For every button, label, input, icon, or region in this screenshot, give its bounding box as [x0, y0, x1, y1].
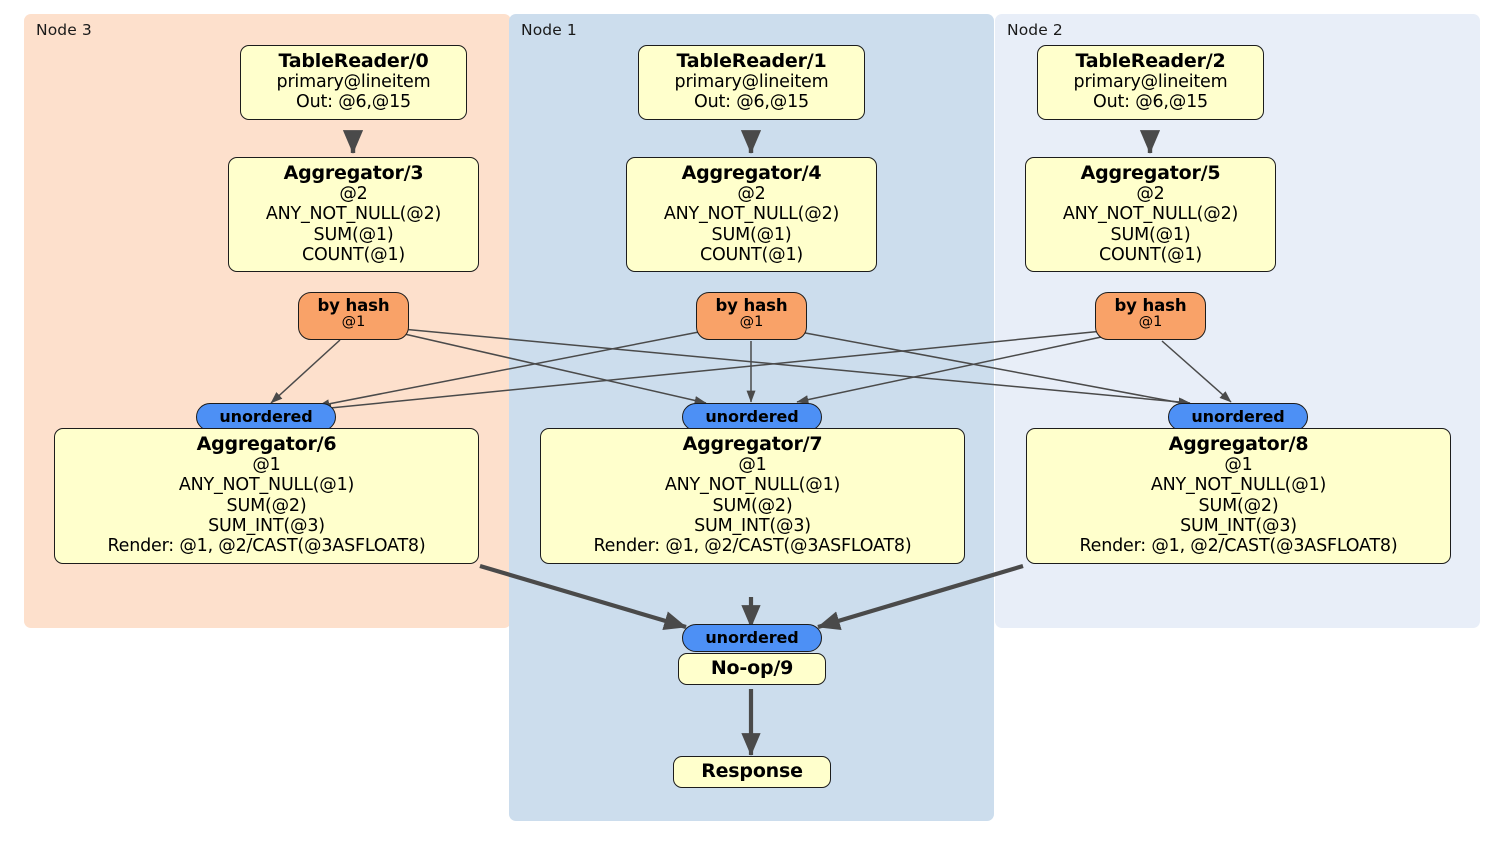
- processor-detail-line: primary@lineitem: [1073, 72, 1228, 93]
- processor-detail-line: ANY_NOT_NULL(@1): [664, 475, 841, 496]
- router-label: by hash: [1114, 296, 1187, 315]
- router-column: @1: [739, 314, 764, 331]
- processor-aggregator-3[interactable]: Aggregator/3 @2 ANY_NOT_NULL(@2) SUM(@1)…: [228, 157, 479, 273]
- processor-aggregator-4[interactable]: Aggregator/4 @2 ANY_NOT_NULL(@2) SUM(@1)…: [626, 157, 877, 273]
- processor-response[interactable]: Response: [673, 756, 831, 789]
- processor-table-reader-0[interactable]: TableReader/0 primary@lineitem Out: @6,@…: [240, 45, 467, 120]
- processor-detail-line: @1: [1224, 455, 1253, 476]
- processor-detail-line: COUNT(@1): [301, 244, 406, 265]
- processor-detail-line: Render: @1, @2/CAST(@3ASFLOAT8): [593, 536, 912, 557]
- processor-detail-line: ANY_NOT_NULL(@2): [265, 204, 442, 225]
- processor-detail-line: @2: [737, 184, 766, 205]
- processor-aggregator-6[interactable]: Aggregator/6 @1 ANY_NOT_NULL(@1) SUM(@2)…: [54, 428, 479, 564]
- region-node-2-label: Node 2: [1007, 21, 1063, 39]
- processor-title: Aggregator/3: [283, 162, 424, 184]
- processor-detail-line: SUM(@2): [1198, 495, 1279, 516]
- router-label: by hash: [715, 296, 788, 315]
- region-node-3-label: Node 3: [36, 21, 92, 39]
- synchronizer-unordered-aggregator-8[interactable]: unordered: [1168, 403, 1308, 431]
- processor-noop-9[interactable]: No-op/9: [678, 653, 826, 686]
- processor-detail-line: ANY_NOT_NULL(@1): [178, 475, 355, 496]
- processor-detail-line: SUM_INT(@3): [694, 515, 811, 536]
- processor-detail-line: Out: @6,@15: [296, 92, 411, 113]
- processor-title: Aggregator/6: [196, 433, 337, 455]
- processor-title: No-op/9: [710, 657, 794, 679]
- processor-title: TableReader/2: [1075, 50, 1226, 72]
- processor-detail-line: primary@lineitem: [276, 72, 431, 93]
- processor-detail-line: Render: @1, @2/CAST(@3ASFLOAT8): [1079, 536, 1398, 557]
- processor-title: TableReader/0: [278, 50, 429, 72]
- processor-detail-line: COUNT(@1): [1098, 244, 1203, 265]
- processor-detail-line: COUNT(@1): [699, 244, 804, 265]
- processor-detail-line: SUM(@1): [711, 224, 792, 245]
- processor-detail-line: ANY_NOT_NULL(@1): [1150, 475, 1327, 496]
- synchronizer-unordered-aggregator-6[interactable]: unordered: [196, 403, 336, 431]
- synchronizer-unordered-final[interactable]: unordered: [682, 624, 822, 652]
- processor-detail-line: Render: @1, @2/CAST(@3ASFLOAT8): [107, 536, 426, 557]
- router-column: @1: [341, 314, 366, 331]
- region-node-1-label: Node 1: [521, 21, 577, 39]
- router-column: @1: [1138, 314, 1163, 331]
- processor-aggregator-7[interactable]: Aggregator/7 @1 ANY_NOT_NULL(@1) SUM(@2)…: [540, 428, 965, 564]
- processor-detail-line: SUM_INT(@3): [1180, 515, 1297, 536]
- processor-detail-line: Out: @6,@15: [1093, 92, 1208, 113]
- processor-detail-line: SUM(@1): [313, 224, 394, 245]
- processor-detail-line: SUM_INT(@3): [208, 515, 325, 536]
- router-by-hash-aggregator-3[interactable]: by hash @1: [298, 292, 409, 340]
- processor-title: Aggregator/7: [682, 433, 823, 455]
- processor-detail-line: @2: [1136, 184, 1165, 205]
- processor-detail-line: ANY_NOT_NULL(@2): [1062, 204, 1239, 225]
- processor-detail-line: primary@lineitem: [674, 72, 829, 93]
- processor-detail-line: @1: [252, 455, 281, 476]
- processor-title: Aggregator/5: [1080, 162, 1221, 184]
- processor-aggregator-5[interactable]: Aggregator/5 @2 ANY_NOT_NULL(@2) SUM(@1)…: [1025, 157, 1276, 273]
- processor-detail-line: Out: @6,@15: [694, 92, 809, 113]
- processor-detail-line: SUM(@2): [712, 495, 793, 516]
- synchronizer-unordered-aggregator-7[interactable]: unordered: [682, 403, 822, 431]
- processor-title: Aggregator/8: [1168, 433, 1309, 455]
- processor-table-reader-1[interactable]: TableReader/1 primary@lineitem Out: @6,@…: [638, 45, 865, 120]
- processor-title: Response: [701, 760, 803, 782]
- processor-title: Aggregator/4: [681, 162, 822, 184]
- router-label: by hash: [317, 296, 390, 315]
- processor-title: TableReader/1: [676, 50, 827, 72]
- processor-aggregator-8[interactable]: Aggregator/8 @1 ANY_NOT_NULL(@1) SUM(@2)…: [1026, 428, 1451, 564]
- router-by-hash-aggregator-4[interactable]: by hash @1: [696, 292, 807, 340]
- router-by-hash-aggregator-5[interactable]: by hash @1: [1095, 292, 1206, 340]
- processor-detail-line: SUM(@2): [226, 495, 307, 516]
- processor-detail-line: SUM(@1): [1110, 224, 1191, 245]
- processor-detail-line: @1: [738, 455, 767, 476]
- processor-detail-line: ANY_NOT_NULL(@2): [663, 204, 840, 225]
- processor-table-reader-2[interactable]: TableReader/2 primary@lineitem Out: @6,@…: [1037, 45, 1264, 120]
- processor-detail-line: @2: [339, 184, 368, 205]
